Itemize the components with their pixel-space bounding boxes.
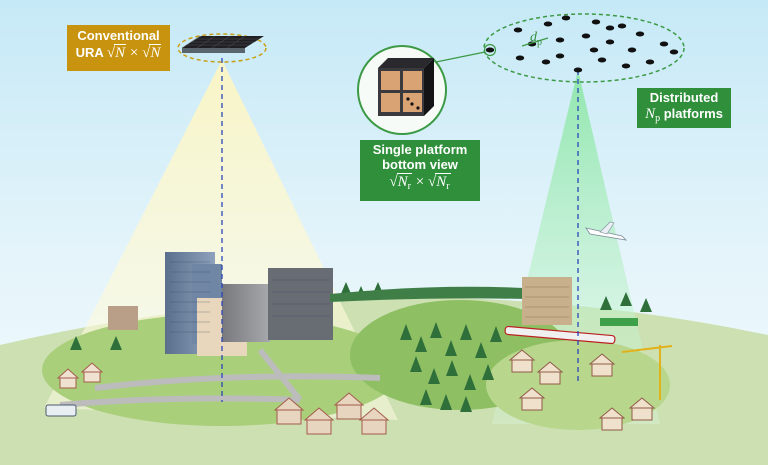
train-icon	[504, 325, 616, 345]
bus-icon	[45, 404, 77, 417]
satellite-array-icon	[181, 35, 264, 53]
airplane-icon	[585, 221, 628, 241]
conventional-formula: URA √N × √N	[75, 43, 162, 61]
single-platform-label: Single platform bottom view √Nr × √Nr	[360, 140, 480, 201]
single-formula: √Nr × √Nr	[389, 172, 451, 192]
field	[600, 318, 638, 326]
zoom-connector	[435, 51, 486, 63]
suburb-building	[522, 277, 572, 325]
zoom-source-circle	[483, 43, 497, 57]
distributed-title: Distributed	[649, 90, 719, 105]
platform-dot-icon	[485, 15, 679, 73]
distributed-platforms-label: Distributed Np platforms	[637, 88, 731, 128]
distributed-ellipse	[483, 13, 685, 83]
house-icon-suburb	[508, 349, 656, 431]
roads	[59, 348, 381, 408]
suburb-building-lines	[525, 286, 569, 318]
crane-icon	[621, 345, 673, 400]
single-title-1: Single platform	[372, 142, 468, 157]
house-icon	[56, 362, 390, 435]
city-buildings	[108, 252, 333, 356]
treeline	[330, 286, 560, 302]
spacing-label: dp	[530, 30, 542, 48]
single-platform-cube-icon	[378, 58, 434, 116]
spacing-line	[521, 37, 549, 47]
single-title-2: bottom view	[382, 156, 458, 172]
conventional-ellipse	[177, 33, 267, 63]
conventional-ura-label: Conventional URA √N × √N	[67, 25, 170, 71]
distributed-count: Np platforms	[645, 105, 723, 124]
conventional-title: Conventional	[77, 28, 160, 43]
